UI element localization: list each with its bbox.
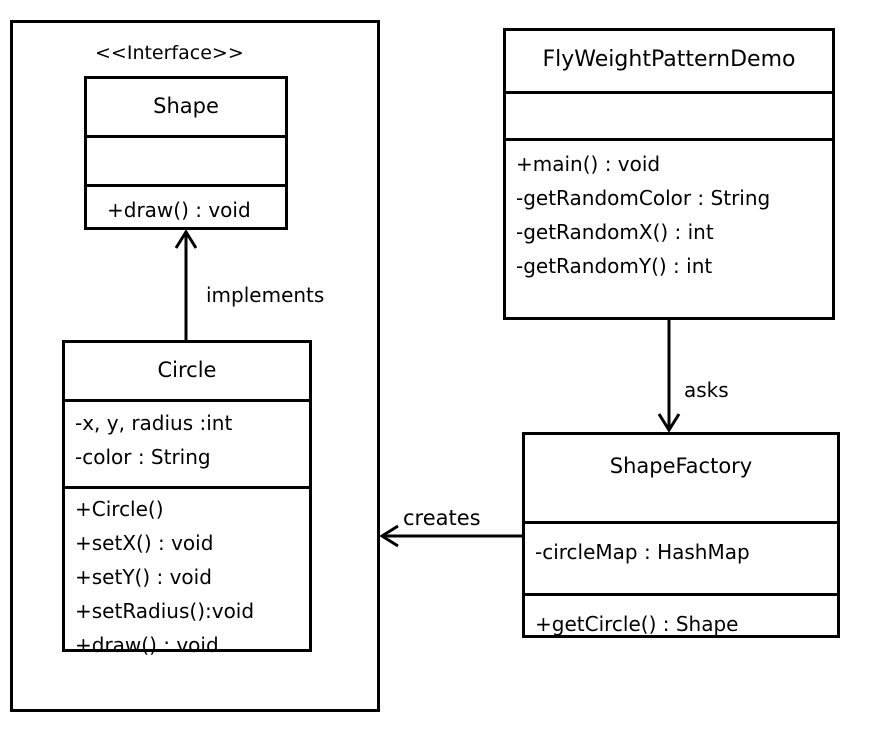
shape-operations: +draw() : void <box>87 187 285 227</box>
circle-attributes: -x, y, radius :int -color : String <box>65 402 309 489</box>
circle-operation: +Circle() <box>75 497 164 521</box>
circle-class: Circle -x, y, radius :int -color : Strin… <box>62 340 312 657</box>
demo-operation: -getRandomColor : String <box>516 186 771 210</box>
package-frame <box>10 20 380 712</box>
implements-label: implements <box>206 283 325 307</box>
circle-operation: +setX() : void <box>75 531 214 555</box>
factory-attributes: -circleMap : HashMap <box>525 524 837 596</box>
factory-attribute: -circleMap : HashMap <box>535 540 750 564</box>
shape-class-name: Shape <box>87 79 285 138</box>
factory-class-name: ShapeFactory <box>525 435 837 524</box>
shape-operation: +draw() : void <box>107 198 251 222</box>
creates-label: creates <box>403 506 481 530</box>
circle-operation: +draw() : void <box>75 633 219 657</box>
shape-attributes <box>87 138 285 187</box>
asks-arrowhead <box>657 413 681 433</box>
creates-arrowhead <box>379 524 399 548</box>
demo-operations: +main() : void -getRandomColor : String … <box>506 141 832 283</box>
demo-operation: -getRandomY() : int <box>516 254 713 278</box>
shape-class: Shape +draw() : void <box>84 76 288 230</box>
circle-attribute: -x, y, radius :int <box>75 411 233 435</box>
circle-class-name: Circle <box>65 343 309 402</box>
circle-attribute: -color : String <box>75 445 211 469</box>
demo-operation: -getRandomX() : int <box>516 220 714 244</box>
factory-class: ShapeFactory -circleMap : HashMap +getCi… <box>522 432 840 638</box>
factory-operations: +getCircle() : Shape <box>525 596 837 641</box>
demo-class: FlyWeightPatternDemo +main() : void -get… <box>503 28 835 320</box>
demo-class-name: FlyWeightPatternDemo <box>506 31 832 94</box>
circle-operations: +Circle() +setX() : void +setY() : void … <box>65 489 309 662</box>
circle-operation: +setRadius():void <box>75 599 255 623</box>
interface-stereotype: <<Interface>> <box>95 42 244 64</box>
demo-operation: +main() : void <box>516 152 661 176</box>
factory-operation: +getCircle() : Shape <box>535 612 739 636</box>
asks-label: asks <box>684 378 729 402</box>
demo-attributes <box>506 94 832 141</box>
implements-arrowhead <box>174 229 198 249</box>
circle-operation: +setY() : void <box>75 565 212 589</box>
